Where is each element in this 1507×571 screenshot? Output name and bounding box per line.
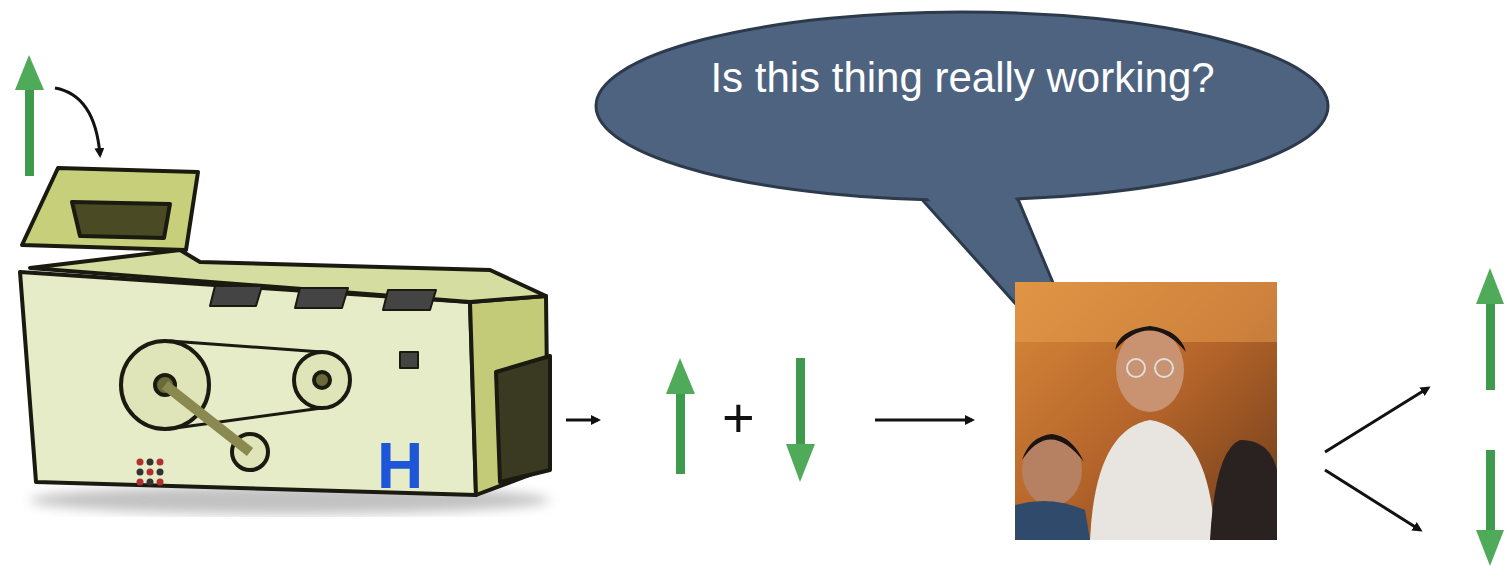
- speech-bubble: [596, 12, 1328, 400]
- plus-sign: +: [722, 390, 755, 446]
- speech-bubble-node: Is this thing really working?: [610, 28, 1315, 128]
- superposition-down-arrow: [786, 358, 815, 482]
- superposition-up-arrow: [666, 358, 695, 474]
- machine-node: H: [362, 428, 438, 504]
- machine-label: H: [377, 434, 423, 498]
- speech-text: Is this thing really working?: [710, 54, 1214, 102]
- hadamard-machine: [20, 168, 550, 514]
- spin-up-arrow: [15, 55, 44, 176]
- result-down-arrow: [1476, 450, 1504, 566]
- flow-arrow: [875, 419, 972, 422]
- result-up-arrow: [1476, 268, 1504, 390]
- branch-arrow: [1325, 470, 1420, 530]
- branch-arrow: [1325, 388, 1428, 452]
- feed-arrow: [55, 88, 100, 155]
- observer-photo: [1015, 282, 1277, 540]
- flow-arrow: [566, 419, 598, 422]
